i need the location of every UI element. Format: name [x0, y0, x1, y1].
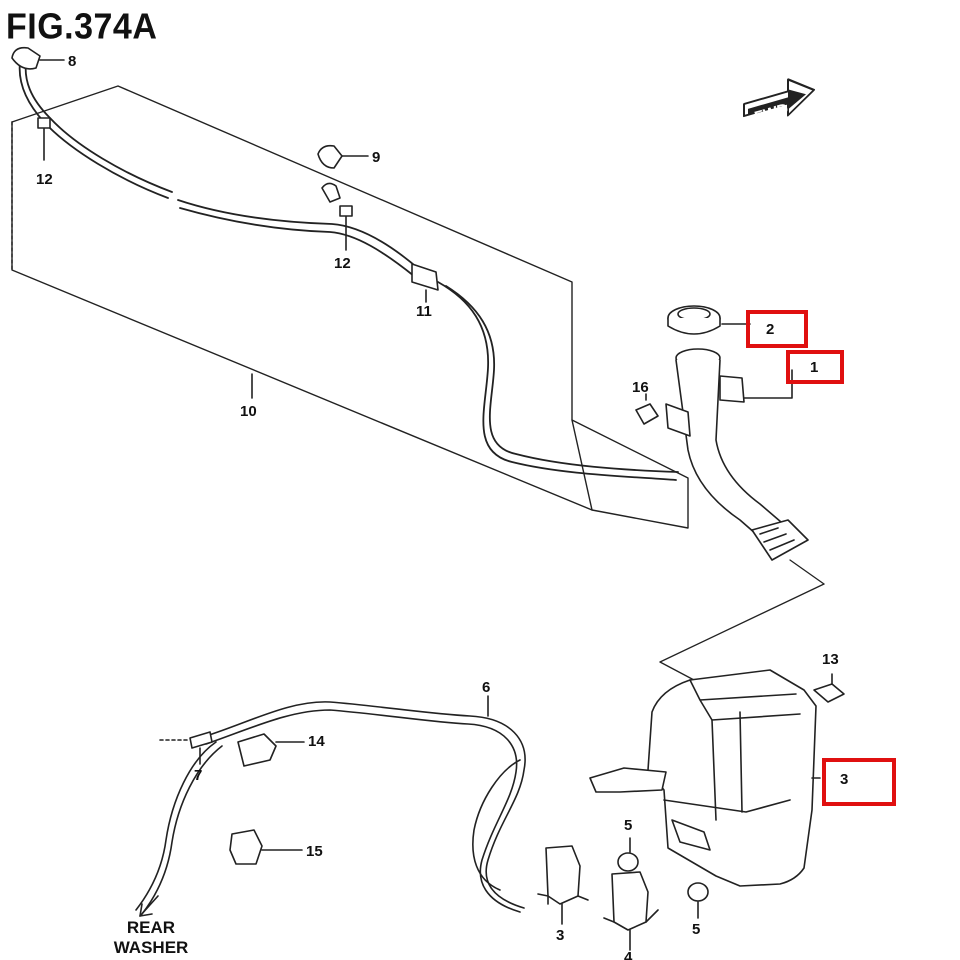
callout-14: 14 — [308, 733, 325, 750]
hose-panel-outline — [11, 85, 689, 529]
callout-15: 15 — [306, 843, 323, 860]
highlight-box-2 — [746, 310, 808, 348]
callout-3b: 4 — [624, 949, 633, 960]
callout-2: 2 — [766, 321, 774, 338]
pump-part-3a — [537, 845, 589, 925]
callout-7: 7 — [194, 767, 202, 784]
bolt-part-16 — [635, 393, 659, 425]
callout-4: 3 — [840, 771, 848, 788]
callout-1: 1 — [810, 359, 818, 376]
callout-8: 8 — [68, 53, 76, 70]
highlight-boxes — [746, 310, 896, 806]
rear-washer-note: REAR WASHER — [96, 918, 206, 958]
highlight-box-1 — [786, 350, 844, 384]
clamp-part-14 — [237, 733, 305, 767]
joint-part-11 — [411, 263, 439, 291]
callout-11: 11 — [416, 303, 432, 320]
callout-3a: 3 — [556, 927, 564, 944]
callout-9: 9 — [372, 149, 380, 166]
callout-16: 16 — [632, 379, 649, 396]
filler-cap-part-2 — [667, 305, 751, 335]
clip-part-15 — [229, 829, 303, 865]
callout-12a: 12 — [36, 171, 53, 188]
pump-part-3b — [603, 871, 659, 951]
grommet-part-5b — [687, 882, 709, 919]
filler-neck-part-1 — [665, 348, 809, 561]
rear-washer-hose-part-6 — [135, 695, 526, 915]
callout-6: 6 — [482, 679, 490, 696]
callout-5b: 5 — [692, 921, 700, 938]
neck-to-tank-link — [659, 559, 825, 681]
connector-part-12a — [37, 117, 51, 129]
fwd-arrow-icon — [743, 78, 815, 118]
nozzle-part-8 — [11, 46, 65, 70]
figure-title: FIG.374A — [6, 7, 158, 47]
rear-washer-line-1: REAR — [126, 918, 176, 937]
callout-5a: 5 — [624, 817, 632, 834]
callout-10: 10 — [240, 403, 257, 420]
washer-tank-part-4 — [589, 669, 821, 887]
rear-washer-arrow-icon — [139, 895, 159, 917]
connector-part-7 — [159, 731, 213, 765]
bolt-part-13 — [813, 673, 845, 703]
callout-13: 13 — [822, 651, 839, 668]
rear-washer-line-2: WASHER — [113, 938, 189, 957]
nozzle-part-9 — [317, 144, 369, 203]
grommet-part-5a — [617, 837, 639, 872]
connector-part-12b — [339, 205, 353, 217]
highlight-box-4 — [822, 758, 896, 806]
callout-12b: 12 — [334, 255, 351, 272]
